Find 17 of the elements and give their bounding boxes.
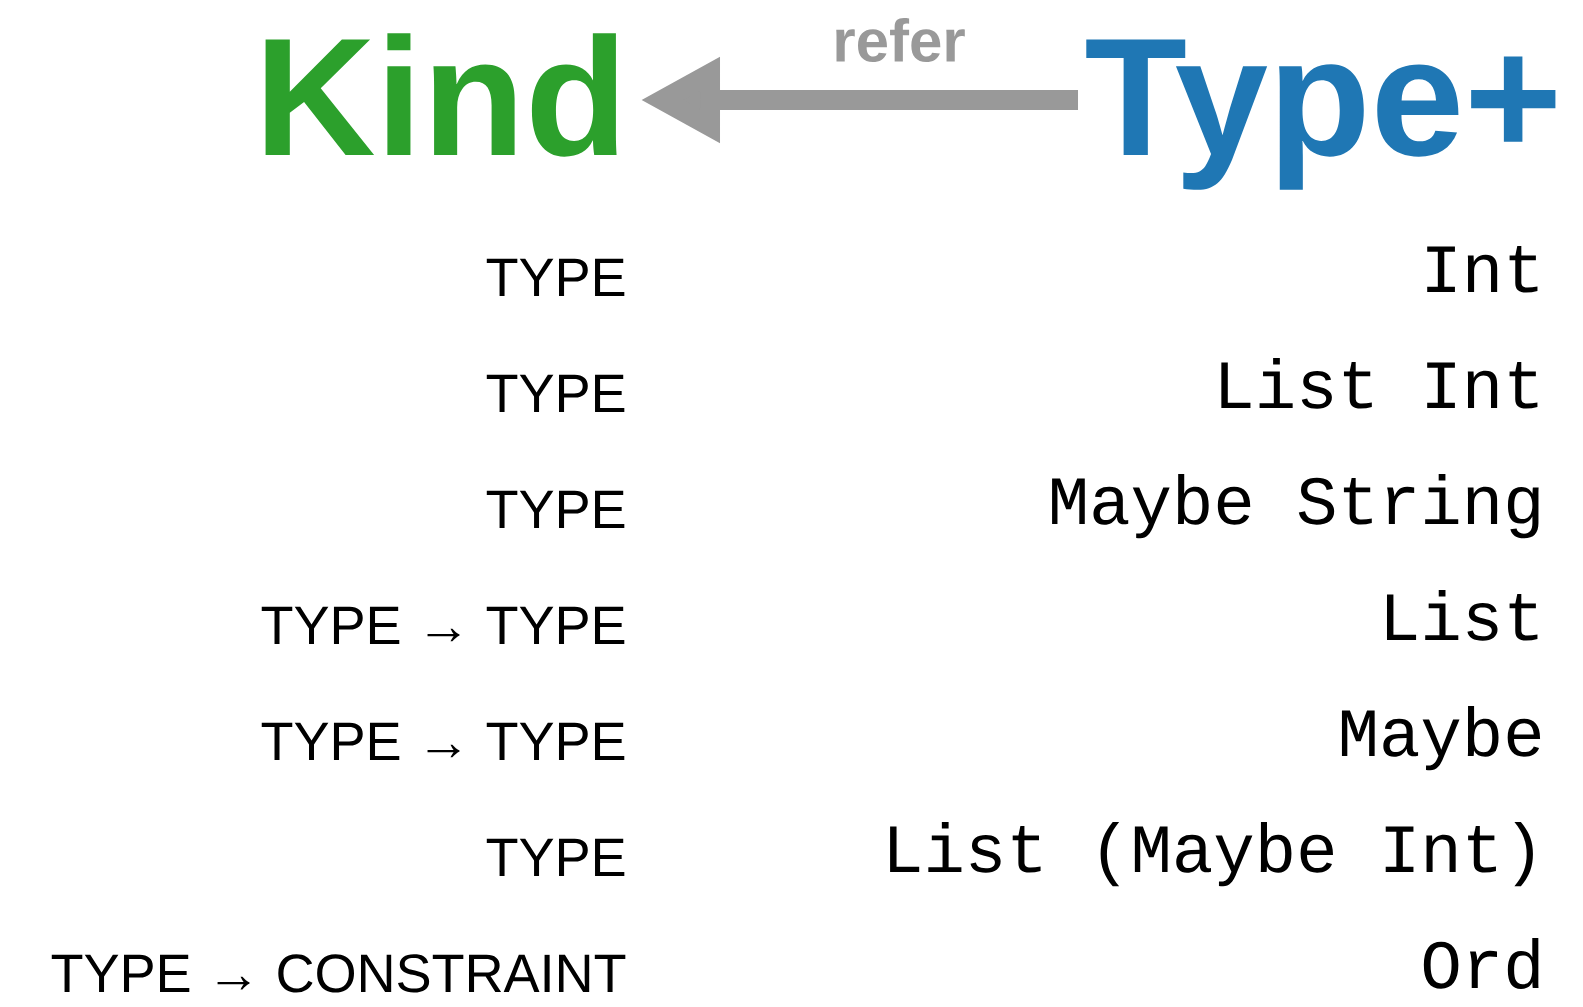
title-word: Type+ <box>1086 39 1556 190</box>
kind-label: TYPE <box>486 374 625 412</box>
kind-label: TYPE <box>486 838 625 876</box>
type-label: Int <box>1427 246 1538 293</box>
title-word: Kind <box>265 33 617 157</box>
kind-label: TYPE → TYPE <box>261 722 625 760</box>
type-label: Ord <box>1423 938 1539 989</box>
type-label: List (Maybe Int) <box>890 822 1533 887</box>
type-label: Maybe <box>1341 706 1541 771</box>
type-label: Maybe String <box>1052 474 1539 539</box>
kind-label: TYPE <box>486 258 625 296</box>
edge-label: refer <box>836 17 965 63</box>
kind-label: TYPE → TYPE <box>261 606 625 644</box>
kind-label: TYPE <box>486 490 625 528</box>
type-label: List <box>1387 590 1538 641</box>
kind-label: TYPE → CONSTRAINT <box>51 954 626 993</box>
type-label: List Int <box>1221 358 1538 409</box>
